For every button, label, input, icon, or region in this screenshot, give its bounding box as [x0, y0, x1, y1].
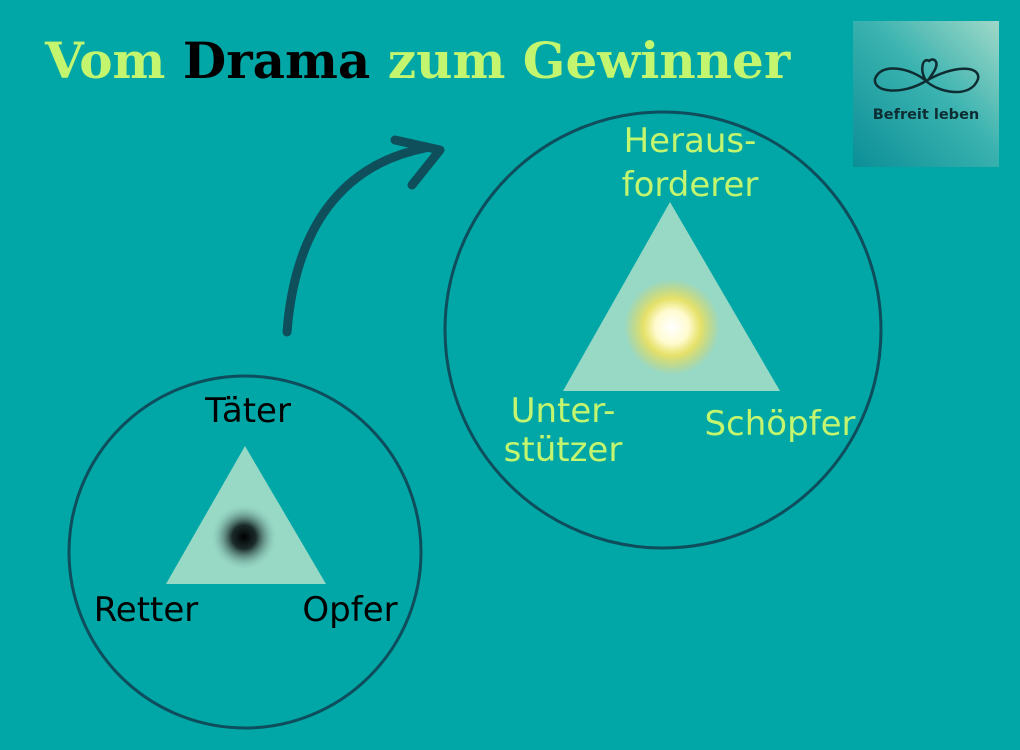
- title-part-gewinner: zum Gewinner: [388, 31, 791, 90]
- winner-circle: [443, 110, 883, 550]
- arrow-head-icon: [390, 135, 445, 190]
- title-part-vom: Vom: [44, 31, 165, 90]
- infinity-heart-icon: [873, 58, 980, 94]
- logo: Befreit leben: [853, 21, 999, 167]
- label-schoepfer: Schöpfer: [704, 404, 855, 444]
- label-herausforderer-1: Heraus-: [624, 121, 757, 161]
- label-retter: Retter: [94, 590, 199, 630]
- label-unterstuetzer-1: Unter-: [511, 391, 616, 431]
- label-taeter: Täter: [204, 391, 291, 431]
- label-herausforderer-2: forderer: [622, 165, 759, 205]
- label-opfer: Opfer: [302, 590, 397, 630]
- title-part-drama: Drama: [183, 31, 370, 90]
- drama-circle: [67, 374, 423, 730]
- light-glow-icon: [624, 279, 720, 375]
- logo-text: Befreit leben: [872, 107, 980, 123]
- title: Vom Drama zum Gewinner: [44, 31, 791, 90]
- label-unterstuetzer-2: stützer: [504, 430, 623, 470]
- drama-triangle-group: Täter Retter Opfer: [67, 374, 423, 730]
- winner-triangle-group: Heraus- forderer Unter- stützer Schöpfer: [443, 110, 883, 550]
- dark-spot-icon: [210, 503, 278, 571]
- arrow-icon: [282, 143, 430, 337]
